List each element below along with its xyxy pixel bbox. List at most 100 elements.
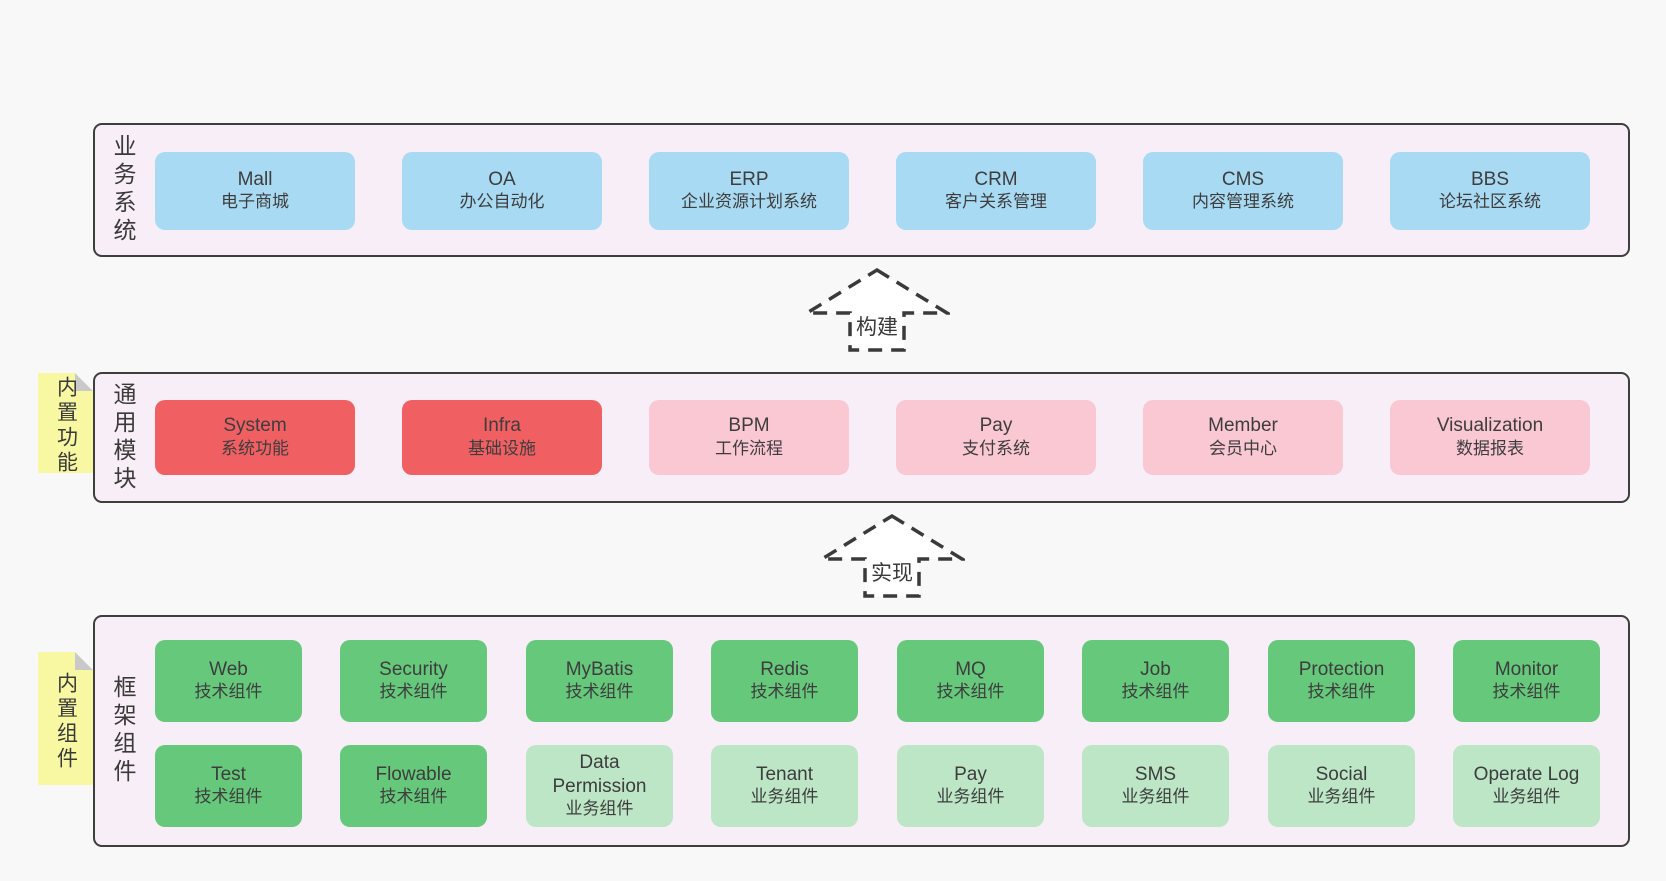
box-subtitle: 内容管理系统	[1192, 192, 1294, 212]
box-title: OA	[488, 168, 516, 190]
box-redis: Redis 技术组件	[711, 640, 858, 722]
box-title: MQ	[955, 658, 986, 680]
box-title: Infra	[482, 415, 522, 437]
box-sms: SMS 业务组件	[1082, 745, 1229, 827]
box-member: Member 会员中心	[1143, 400, 1343, 475]
layer-label-modules: 通用模块	[110, 381, 136, 494]
arrow-label: 构建	[853, 311, 901, 341]
box-title: Mall	[237, 168, 273, 190]
box-subtitle: 技术组件	[1307, 682, 1376, 702]
box-subtitle: 技术组件	[194, 787, 263, 807]
box-mall: Mall 电子商城	[155, 152, 355, 230]
box-protection: Protection 技术组件	[1268, 640, 1415, 722]
box-subtitle: 系统功能	[221, 438, 289, 458]
box-title: Test	[211, 763, 246, 785]
box-operate-log: Operate Log 业务组件	[1453, 745, 1600, 827]
box-title: Visualization	[1436, 415, 1544, 437]
box-subtitle: 业务组件	[1307, 787, 1376, 807]
box-title: System	[223, 415, 287, 437]
box-subtitle: 技术组件	[1492, 682, 1561, 702]
box-oa: OA 办公自动化	[402, 152, 602, 230]
box-title: Redis	[760, 658, 809, 680]
box-subtitle: 企业资源计划系统	[681, 192, 817, 212]
box-bbs: BBS 论坛社区系统	[1390, 152, 1590, 230]
box-subtitle: 技术组件	[936, 682, 1005, 702]
box-system: System 系统功能	[155, 400, 355, 475]
box-title: ERP	[729, 168, 769, 190]
box-title: Flowable	[375, 763, 452, 785]
layer-common-modules: 通用模块 System 系统功能 Infra 基础设施 BPM 工作流程 Pay…	[93, 372, 1630, 503]
box-cms: CMS 内容管理系统	[1143, 152, 1343, 230]
box-subtitle: 数据报表	[1456, 438, 1524, 458]
box-data-permission: Data Permission 业务组件	[526, 745, 673, 827]
box-subtitle: 支付系统	[962, 438, 1030, 458]
layer-framework-components: 框架组件 Web 技术组件 Security 技术组件 MyBatis 技术组件…	[93, 615, 1630, 847]
box-subtitle: 基础设施	[468, 438, 536, 458]
box-monitor: Monitor 技术组件	[1453, 640, 1600, 722]
box-title: CMS	[1221, 168, 1265, 190]
box-flowable: Flowable 技术组件	[340, 745, 487, 827]
box-bpm: BPM 工作流程	[649, 400, 849, 475]
box-title: Monitor	[1494, 658, 1559, 680]
box-infra: Infra 基础设施	[402, 400, 602, 475]
layer-label-business: 业务系统	[110, 134, 136, 246]
box-title: BBS	[1470, 168, 1510, 190]
box-title: Protection	[1298, 658, 1385, 680]
box-title: Data Permission	[552, 751, 647, 797]
sticky-note-builtin-functions: 内置功能	[38, 373, 93, 473]
layer-label-components: 框架组件	[110, 675, 136, 787]
box-security: Security 技术组件	[340, 640, 487, 722]
box-subtitle: 技术组件	[565, 682, 634, 702]
box-pay-component: Pay 业务组件	[897, 745, 1044, 827]
box-web: Web 技术组件	[155, 640, 302, 722]
box-subtitle: 技术组件	[750, 682, 819, 702]
box-title: Job	[1140, 658, 1171, 680]
box-title: CRM	[974, 168, 1018, 190]
box-mq: MQ 技术组件	[897, 640, 1044, 722]
box-title: Social	[1315, 763, 1368, 785]
box-test: Test 技术组件	[155, 745, 302, 827]
up-arrow-icon	[804, 267, 950, 352]
arrow-implement: 实现	[819, 512, 965, 600]
box-subtitle: 工作流程	[715, 438, 783, 458]
arrow-label: 实现	[868, 557, 916, 587]
box-title: Pay	[979, 415, 1013, 437]
box-visualization: Visualization 数据报表	[1390, 400, 1590, 475]
box-crm: CRM 客户关系管理	[896, 152, 1096, 230]
box-social: Social 业务组件	[1268, 745, 1415, 827]
box-tenant: Tenant 业务组件	[711, 745, 858, 827]
box-subtitle: 业务组件	[1121, 787, 1190, 807]
sticky-note-label: 内置功能	[54, 376, 78, 476]
box-subtitle: 论坛社区系统	[1439, 192, 1541, 212]
layer-business-systems: 业务系统 Mall 电子商城 OA 办公自动化 ERP 企业资源计划系统 CRM…	[93, 123, 1630, 257]
box-subtitle: 会员中心	[1209, 438, 1277, 458]
box-erp: ERP 企业资源计划系统	[649, 152, 849, 230]
box-subtitle: 业务组件	[565, 799, 634, 819]
box-subtitle: 业务组件	[750, 787, 819, 807]
box-title: Tenant	[755, 763, 814, 785]
box-subtitle: 技术组件	[1121, 682, 1190, 702]
box-subtitle: 技术组件	[379, 682, 448, 702]
up-arrow-icon	[819, 513, 965, 598]
box-subtitle: 客户关系管理	[945, 192, 1047, 212]
box-title: Web	[209, 658, 248, 680]
box-title: SMS	[1134, 763, 1177, 785]
box-subtitle: 业务组件	[936, 787, 1005, 807]
box-subtitle: 技术组件	[379, 787, 448, 807]
box-subtitle: 办公自动化	[459, 192, 545, 212]
box-title: Pay	[954, 763, 987, 785]
box-title: BPM	[728, 415, 770, 437]
arrow-build: 构建	[804, 266, 950, 354]
sticky-note-builtin-components: 内置组件	[38, 652, 93, 785]
box-job: Job 技术组件	[1082, 640, 1229, 722]
sticky-fold-corner	[75, 652, 93, 670]
box-pay-module: Pay 支付系统	[896, 400, 1096, 475]
box-subtitle: 电子商城	[221, 192, 289, 212]
box-subtitle: 业务组件	[1492, 787, 1561, 807]
box-title: MyBatis	[565, 658, 634, 680]
box-title: Member	[1208, 415, 1278, 437]
box-title: Security	[379, 658, 448, 680]
box-mybatis: MyBatis 技术组件	[526, 640, 673, 722]
box-title: Operate Log	[1473, 763, 1580, 785]
